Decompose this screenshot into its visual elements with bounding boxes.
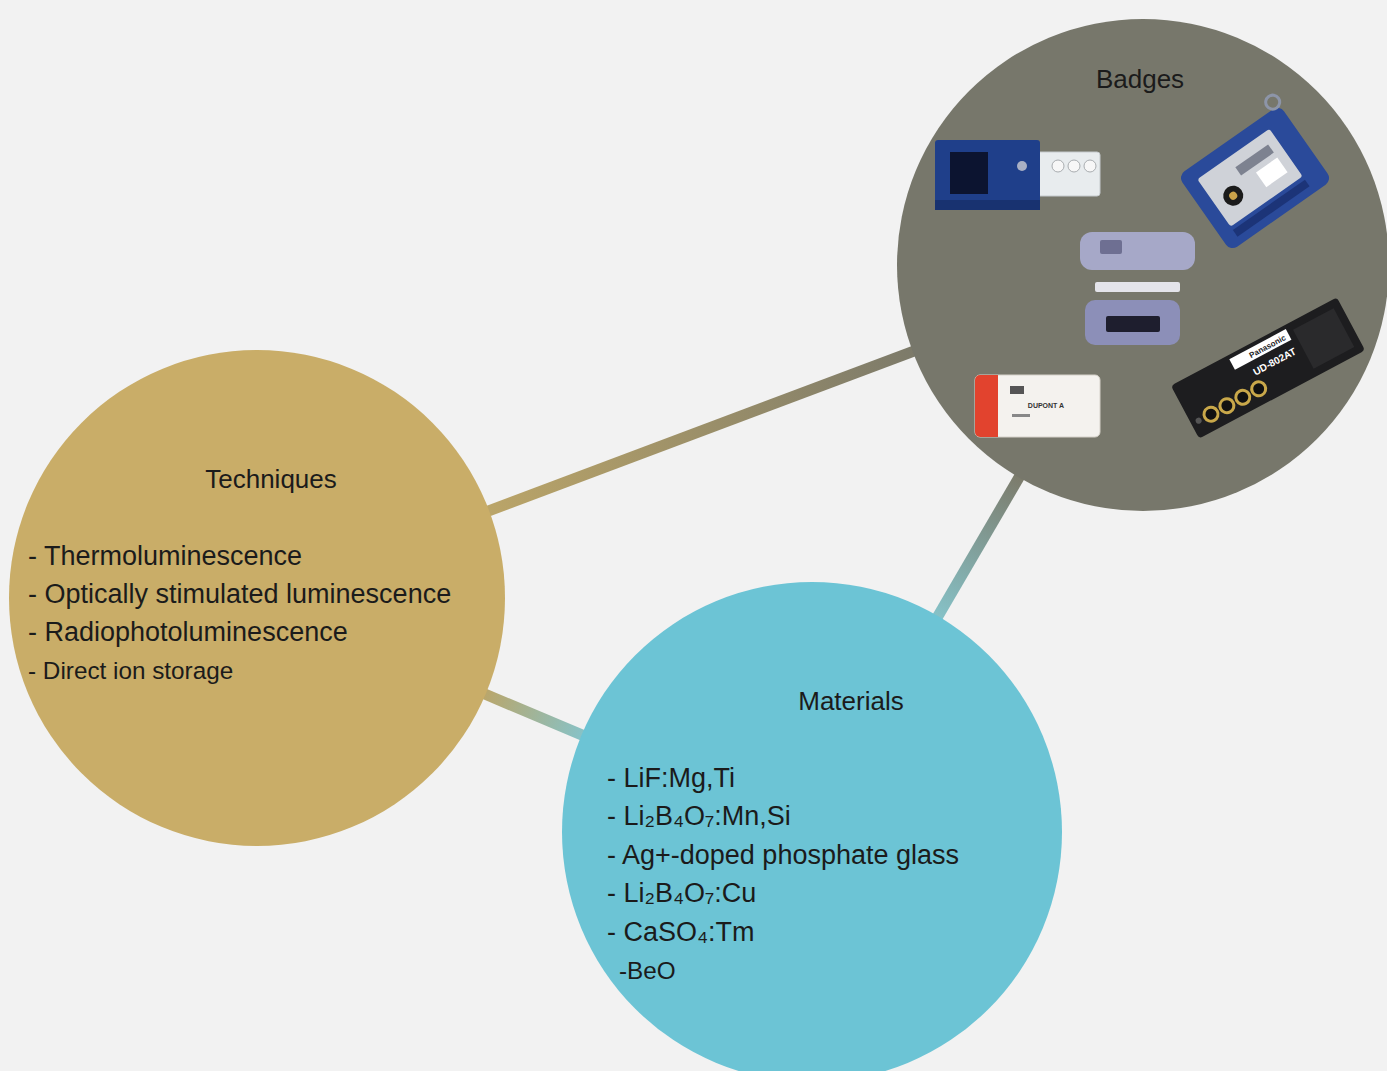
badge-print: DUPONT A [1028, 402, 1064, 410]
list-item: -BeO [619, 957, 676, 985]
circle-fill [562, 582, 1062, 1071]
connector-line [485, 350, 916, 512]
node-heading: Materials [798, 687, 903, 717]
node-heading: Techniques [205, 465, 337, 495]
circle-fill [9, 350, 505, 846]
list-item: - CaSO₄:Tm [607, 917, 755, 948]
circle-fill [897, 19, 1387, 511]
techniques-circle: Techniques - Thermoluminescence - Opticall… [9, 350, 505, 846]
list-item: - Direct ion storage [28, 657, 233, 685]
list-item: - Optically stimulated luminescence [28, 579, 451, 610]
badge-brand: Panasonic [1248, 334, 1287, 361]
list-item: - Li₂B₄O₇:Mn,Si [607, 801, 791, 832]
list-item: - Ag+-doped phosphate glass [607, 840, 959, 871]
list-item: - Radiophotoluminescence [28, 617, 348, 648]
list-item: - Thermoluminescence [28, 541, 302, 572]
materials-circle: Materials - LiF:Mg,Ti - Li₂B₄O₇:Mn,Si - Ag+… [562, 582, 1062, 1071]
badge-model: UD-802AT [1252, 345, 1299, 377]
list-item: - LiF:Mg,Ti [607, 763, 735, 794]
connector-line [936, 474, 1021, 620]
badges-circle: Badges [897, 19, 1387, 511]
connector-line [482, 693, 585, 737]
list-item: - Li₂B₄O₇:Cu [607, 878, 756, 909]
node-heading: Badges [1096, 65, 1184, 95]
